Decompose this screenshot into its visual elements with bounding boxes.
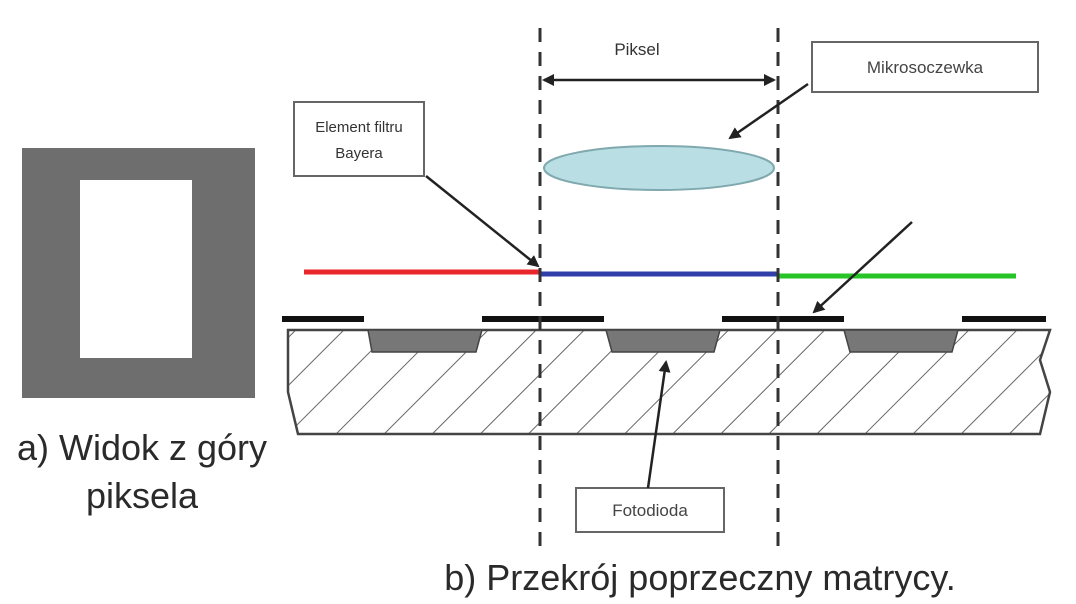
callout-box-bayer <box>293 101 425 177</box>
photodiode-right <box>843 329 959 353</box>
caption-a-line2: piksela <box>86 475 199 516</box>
label-element-line1: Element filtru <box>315 119 403 136</box>
pixel-boundaries <box>538 28 780 548</box>
callout-fotodioda: Fotodioda <box>575 360 725 533</box>
metal-shields <box>282 316 1046 322</box>
label-fotodioda: Fotodioda <box>612 501 688 520</box>
pointer-bayer <box>425 175 540 268</box>
bayer-filter <box>304 269 1016 279</box>
substrate <box>286 328 1052 436</box>
pixel-top-view <box>22 148 255 398</box>
callout-bayer: Element filtru Bayera <box>293 101 540 268</box>
callout-box-mikrosoczewka <box>811 41 1039 93</box>
label-mikrosoczewka: Mikrosoczewka <box>867 58 984 77</box>
callout-box-fotodioda <box>575 487 725 533</box>
shield-1 <box>282 316 364 322</box>
shield-2 <box>482 316 604 322</box>
microlens <box>543 145 775 191</box>
label-element-line2: Bayera <box>335 145 383 162</box>
photodiodes <box>367 329 959 353</box>
callout-mikrosoczewka: Mikrosoczewka <box>728 41 1039 140</box>
label-piksel: Piksel <box>614 40 659 59</box>
pointer-mikrosoczewka <box>728 82 809 140</box>
pointer-shield <box>812 221 913 314</box>
photodiode-center <box>605 329 721 353</box>
pointer-fotodioda <box>646 360 671 489</box>
caption-a-line1: a) Widok z góry <box>17 427 267 468</box>
pixel-aperture <box>80 180 192 358</box>
shield-3 <box>722 316 844 322</box>
caption-b: b) Przekrój poprzeczny matrycy. <box>444 557 955 598</box>
shield-4 <box>962 316 1046 322</box>
substrate-body <box>286 328 1052 436</box>
photodiode-left <box>367 329 483 353</box>
